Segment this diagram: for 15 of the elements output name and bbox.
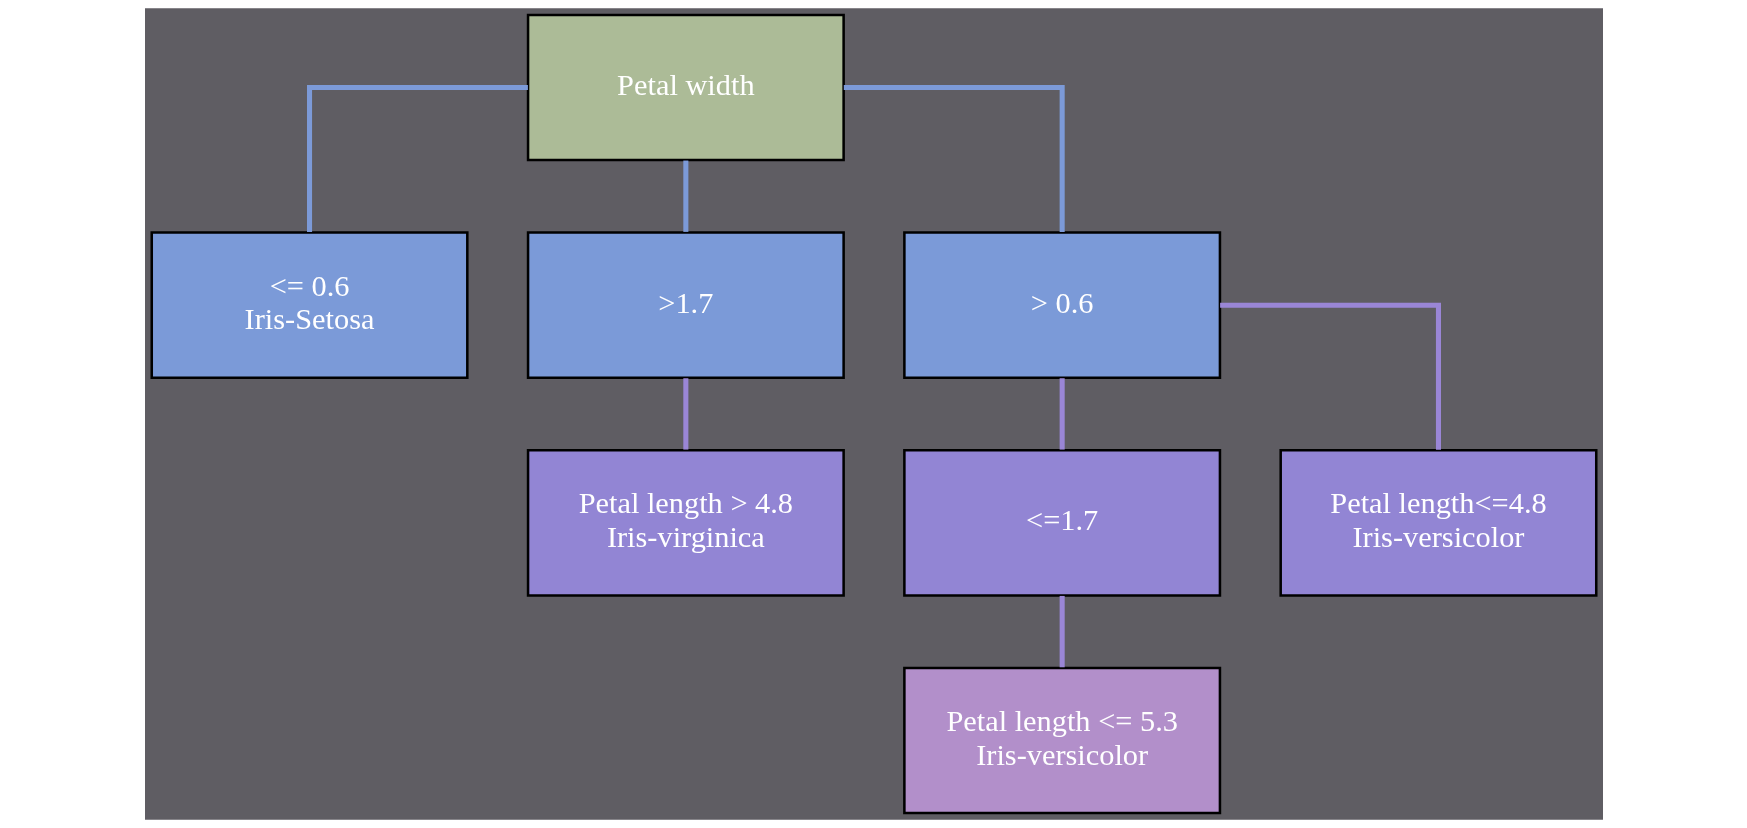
node-box: Petal length > 4.8 Iris-virginica [526, 449, 845, 597]
connector [682, 160, 688, 232]
node-box: Petal width [526, 13, 845, 162]
connector [843, 84, 1065, 233]
connector [1219, 302, 1441, 450]
connector [1059, 595, 1065, 668]
node-box: >1.7 [526, 231, 845, 379]
connector [1059, 378, 1065, 450]
node-box: <=1.7 [902, 449, 1221, 597]
node-box: Petal length<=4.8 Iris-versicolor [1278, 449, 1597, 597]
node-box: <= 0.6 Iris-Setosa [150, 231, 469, 379]
node-box: Petal length <= 5.3 Iris-versicolor [902, 666, 1221, 815]
node-box: > 0.6 [902, 231, 1221, 379]
connector [306, 84, 528, 233]
connector [682, 378, 688, 450]
